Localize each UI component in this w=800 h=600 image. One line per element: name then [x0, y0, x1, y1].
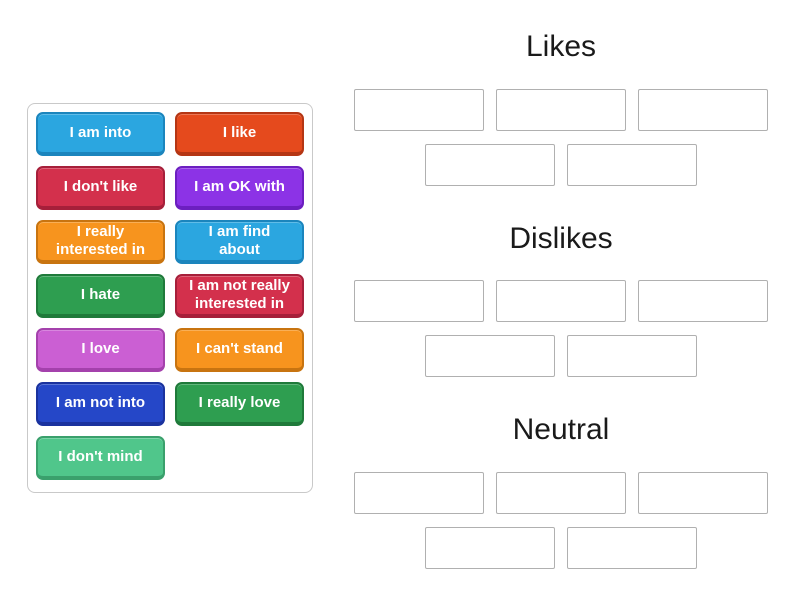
word-tile[interactable]: I love	[36, 328, 165, 372]
word-tile[interactable]: I don't mind	[36, 436, 165, 480]
drop-slot[interactable]	[567, 143, 697, 186]
drop-slot[interactable]	[496, 471, 626, 514]
word-tile[interactable]: I am not into	[36, 382, 165, 426]
group-section: Likes	[340, 30, 782, 186]
drop-slots	[340, 471, 782, 569]
word-tile[interactable]: I am find about	[175, 220, 304, 264]
drop-slot[interactable]	[425, 143, 555, 186]
drop-slot[interactable]	[567, 335, 697, 377]
word-tile[interactable]: I hate	[36, 274, 165, 318]
drop-slot[interactable]	[354, 88, 484, 131]
word-tile[interactable]: I really love	[175, 382, 304, 426]
drop-slots	[340, 280, 782, 377]
word-tile[interactable]: I am not really interested in	[175, 274, 304, 318]
group-title: Neutral	[512, 413, 610, 446]
drop-slot[interactable]	[425, 526, 555, 569]
drop-slot[interactable]	[425, 335, 555, 377]
drop-slot[interactable]	[354, 280, 484, 322]
group-section: Dislikes	[340, 186, 782, 377]
drop-slot[interactable]	[354, 471, 484, 514]
group-title: Dislikes	[509, 221, 613, 255]
drop-slot[interactable]	[638, 88, 768, 131]
drop-slot[interactable]	[638, 280, 768, 322]
drop-slot[interactable]	[496, 280, 626, 322]
word-tile[interactable]: I like	[175, 112, 304, 156]
group-section: Neutral	[340, 377, 782, 569]
word-tile[interactable]: I can't stand	[175, 328, 304, 372]
drop-slot[interactable]	[567, 526, 697, 569]
drop-slots	[340, 88, 782, 186]
group-title: Likes	[525, 30, 597, 63]
drop-slot[interactable]	[496, 88, 626, 131]
word-tile[interactable]: I really interested in	[36, 220, 165, 264]
word-tile[interactable]: I am into	[36, 112, 165, 156]
word-tile[interactable]: I don't like	[36, 166, 165, 210]
word-tile[interactable]: I am OK with	[175, 166, 304, 210]
drop-slot[interactable]	[638, 471, 768, 514]
